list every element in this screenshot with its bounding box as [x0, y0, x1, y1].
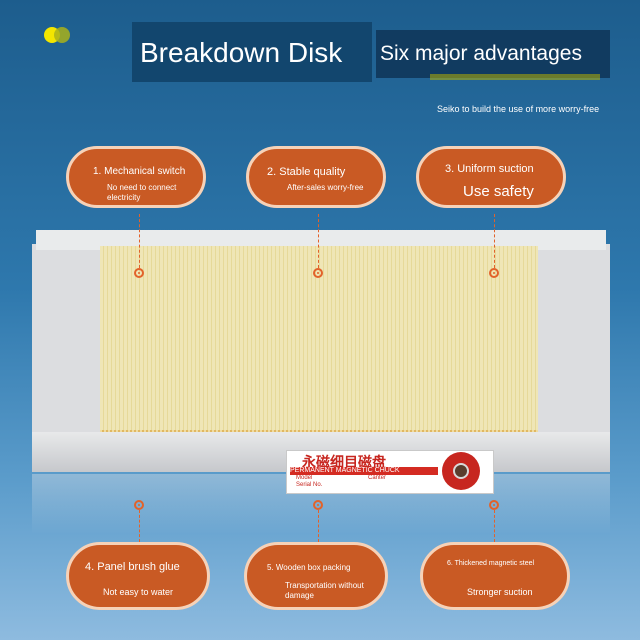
target-icon-2 [313, 268, 323, 278]
feature-pill-4: 4. Panel brush glue Not easy to water [66, 542, 210, 610]
target-icon-5 [313, 500, 323, 510]
connector-line-4 [139, 510, 140, 542]
connector-line-5 [318, 510, 319, 542]
target-icon-3 [489, 268, 499, 278]
nameplate-model: Model [296, 475, 313, 481]
connector-line-3 [494, 214, 495, 268]
feature-desc-5: Transportation without damage [285, 581, 364, 600]
feature-title-2: 2. Stable quality [267, 166, 346, 178]
feature-title-3: 3. Uniform suction [445, 163, 534, 175]
feature-pill-1: 1. Mechanical switch No need to connect … [66, 146, 206, 208]
feature-pill-2: 2. Stable quality After-sales worry-free [246, 146, 386, 208]
chuck-top-rail [36, 230, 606, 250]
target-icon-6 [489, 500, 499, 510]
nameplate-center: Canter [368, 475, 387, 481]
feature-desc-4: Not easy to water [103, 587, 174, 597]
nameplate-english: PERMANENT MAGNETIC CHUCK [290, 467, 438, 475]
logo-dots [44, 27, 74, 45]
connector-line-6 [494, 510, 495, 542]
chuck-magnetic-plate [100, 246, 538, 460]
advantages-banner [376, 30, 610, 78]
subtitle: Seiko to build the use of more worry-fre… [437, 104, 600, 114]
title-banner [132, 22, 372, 82]
feature-pill-3: 3. Uniform suction Use safety [416, 146, 566, 208]
connector-line-2 [318, 214, 319, 268]
advantages-underline [430, 74, 600, 80]
target-icon-4 [134, 500, 144, 510]
feature-title-4: 4. Panel brush glue [85, 561, 180, 573]
nameplate-chinese: 永磁细目磁盘 [302, 454, 386, 470]
nameplate-serial: Serial No. [296, 482, 323, 488]
switch-knob-icon [453, 463, 469, 479]
feature-desc-1: No need to connect electricity [107, 183, 177, 202]
connector-line-1 [139, 214, 140, 268]
feature-pill-5: 5. Wooden box packing Transportation wit… [244, 542, 388, 610]
olive-dot-icon [54, 27, 70, 43]
feature-title-5: 5. Wooden box packing [267, 563, 351, 572]
target-icon-1 [134, 268, 144, 278]
feature-desc-2: After-sales worry-free [287, 183, 364, 192]
feature-desc-6: Stronger suction [467, 587, 533, 597]
feature-desc-3: Use safety [463, 183, 534, 200]
feature-title-6: 6. Thickened magnetic steel [447, 560, 535, 567]
feature-title-1: 1. Mechanical switch [93, 166, 186, 177]
page-title: Breakdown Disk [140, 37, 343, 68]
feature-pill-6: 6. Thickened magnetic steel Stronger suc… [420, 542, 570, 610]
advantages-heading: Six major advantages [380, 42, 582, 65]
